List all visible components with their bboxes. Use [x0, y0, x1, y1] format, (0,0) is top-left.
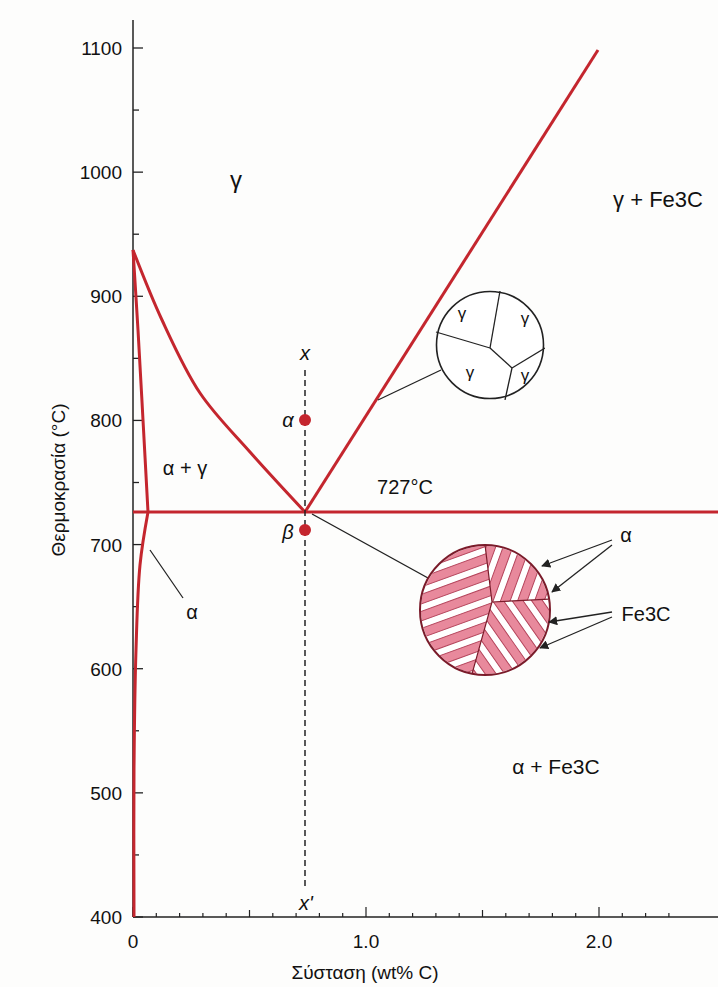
axes [133, 20, 718, 917]
phase-boundary [305, 50, 598, 512]
cementite-lamella [361, 575, 477, 736]
cementite-lamella [373, 492, 446, 674]
tick [179, 913, 180, 917]
pearlite-microstructure [348, 475, 622, 746]
tick [575, 913, 576, 917]
tick [133, 47, 143, 48]
tick [133, 109, 139, 110]
tick [389, 913, 390, 917]
phase-label: γ [230, 168, 242, 192]
callout-label: α [620, 525, 632, 545]
tick [226, 913, 227, 917]
tick [645, 913, 646, 917]
grain-boundary [490, 348, 512, 368]
axis-title: Σύσταση (wt% C) [291, 963, 438, 982]
leader-line [150, 550, 183, 598]
grain-boundary [490, 291, 500, 348]
tick [133, 482, 139, 483]
tick [598, 907, 599, 917]
tick-label: 1100 [81, 39, 122, 58]
grain-label: γ [466, 364, 475, 381]
cementite-lamella [505, 475, 621, 636]
line-label: x [300, 343, 310, 363]
cementite-lamella [492, 484, 608, 645]
tick [296, 913, 297, 917]
point-dot [299, 414, 311, 426]
tick [435, 913, 436, 917]
cementite-lamella [358, 486, 431, 668]
tick [202, 913, 203, 917]
phase-boundary [134, 512, 148, 917]
tick [156, 913, 157, 917]
tick [528, 913, 529, 917]
tick [365, 907, 366, 917]
cementite-lamella [422, 648, 604, 721]
phase-boundary [133, 250, 305, 512]
tick [133, 234, 139, 235]
tick-label: 2.0 [586, 932, 612, 951]
cementite-lamella [479, 493, 595, 654]
tick-label: 900 [90, 287, 122, 306]
phase-label: α [186, 602, 198, 622]
tick [342, 913, 343, 917]
tick [459, 913, 460, 917]
grain-boundary [505, 368, 512, 400]
tick [482, 910, 483, 917]
cementite-lamella [523, 547, 596, 729]
tick [552, 913, 553, 917]
point-dot [299, 524, 311, 536]
phase-label: α + γ [163, 458, 207, 478]
callout-arrows [540, 540, 612, 648]
tick [622, 913, 623, 917]
cementite-lamella [374, 566, 490, 727]
cementite-lamella [427, 663, 609, 736]
tick-label: 500 [90, 783, 122, 802]
callout-label: Fe3C [622, 604, 671, 624]
grain-label: γ [521, 310, 530, 327]
cementite-lamella [538, 552, 611, 734]
leader-line [312, 514, 428, 578]
tick [249, 910, 250, 917]
tick-label: 1.0 [353, 932, 379, 951]
circle-outline [435, 290, 545, 400]
phase-boundaries [133, 50, 718, 917]
grain-boundary [512, 348, 545, 368]
tick-label: 600 [90, 659, 122, 678]
leader-line [378, 370, 441, 400]
grain-boundary [436, 332, 490, 348]
tick-label: 800 [90, 411, 122, 430]
tick [668, 913, 669, 917]
cementite-lamella [388, 497, 461, 679]
point-label: α [282, 410, 293, 430]
tick-label: 1000 [80, 163, 122, 182]
line-label: x' [299, 893, 313, 913]
tick [412, 913, 413, 917]
composition-line [304, 370, 306, 888]
phase-boundary [133, 511, 718, 514]
point-label: β [282, 522, 293, 542]
tick [272, 913, 273, 917]
cementite-lamella [348, 585, 464, 746]
tick-label: 700 [90, 535, 122, 554]
axis-ticks [133, 48, 669, 917]
tick [505, 913, 506, 917]
tick-label: 400 [90, 908, 122, 927]
grain-label: γ [521, 367, 530, 384]
tick [133, 171, 143, 172]
temperature-label: 727°C [377, 477, 433, 497]
phase-label: γ + Fe3C [613, 189, 703, 211]
microstructure-circle: γ γ γ γ [435, 290, 545, 400]
phase-boundary [133, 250, 148, 512]
phase-label: α + Fe3C [512, 756, 599, 777]
micro-circle [420, 545, 550, 675]
grain-label: γ [458, 305, 467, 322]
axis-title: Θερμοκρασία (°C) [49, 403, 68, 556]
tick [319, 913, 320, 917]
tick-label: 0 [128, 932, 139, 951]
